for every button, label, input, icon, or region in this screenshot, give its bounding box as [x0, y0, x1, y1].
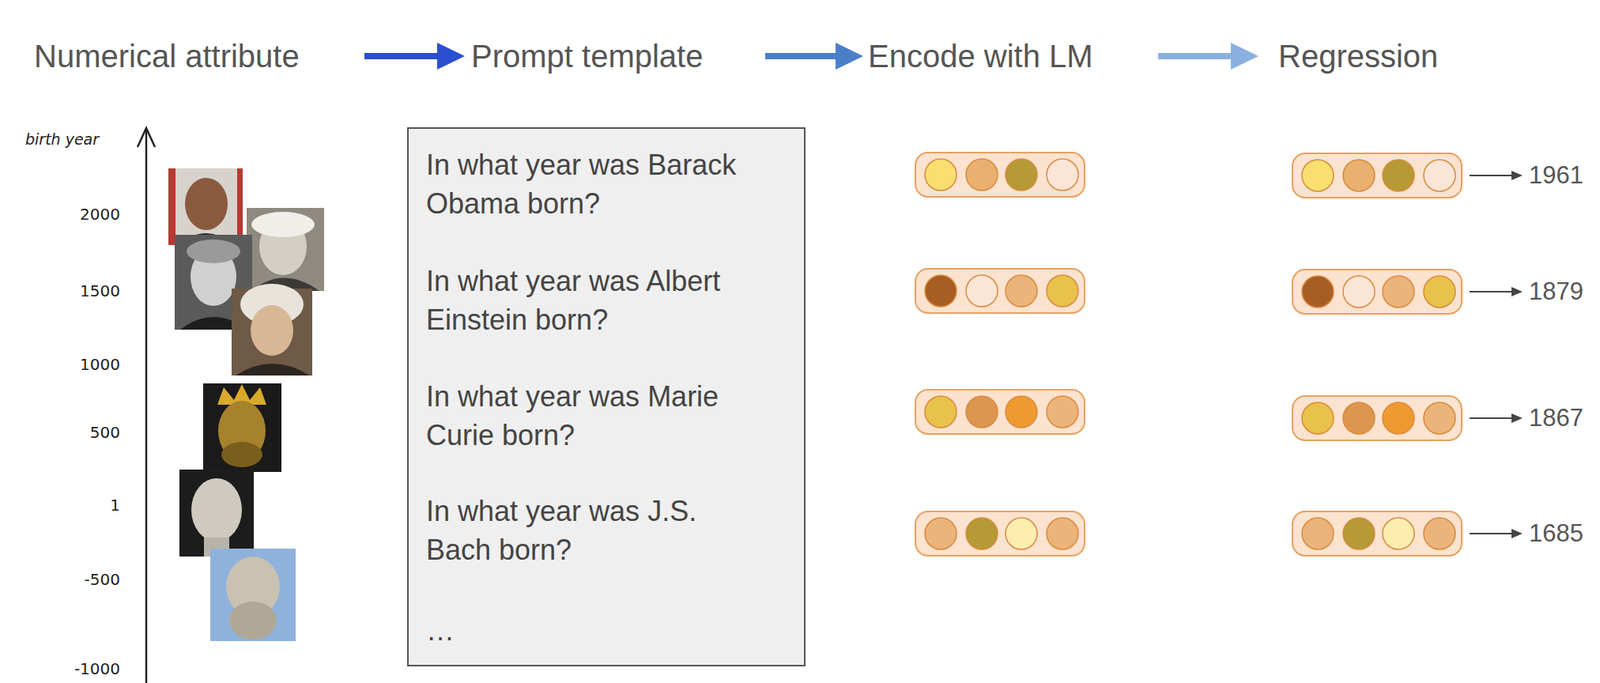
vector-dim	[1343, 402, 1375, 434]
portrait	[179, 469, 254, 557]
output-arrow	[1469, 174, 1515, 177]
vector-dim	[924, 517, 957, 550]
time-axis	[137, 128, 155, 683]
vector-dim	[1005, 517, 1038, 550]
prompt-text: …	[426, 611, 767, 651]
vector-dim	[924, 158, 957, 191]
vector-dim	[924, 396, 957, 428]
vector-dim	[1343, 159, 1375, 192]
vector-dim	[1301, 517, 1334, 550]
output-arrow	[1469, 290, 1515, 293]
step-heading: Numerical attribute	[33, 37, 300, 76]
vector-pill	[1292, 269, 1462, 314]
vector-pill	[915, 152, 1085, 197]
axis-title: birth year	[25, 130, 99, 149]
vector-dim	[1343, 517, 1375, 550]
prompt-text: In what year was Marie Curie born?	[426, 377, 767, 455]
vector-dim	[1423, 402, 1456, 434]
vector-pill	[1292, 396, 1462, 441]
vector-dim	[1423, 275, 1456, 308]
step-arrow	[1158, 42, 1259, 70]
axis-tick: 1500	[79, 281, 121, 301]
vector-dim	[966, 158, 998, 191]
vector-pill	[915, 511, 1085, 556]
portrait	[231, 283, 313, 376]
vector-dim	[1382, 402, 1415, 434]
prompt-box: In what year was Barack Obama born? In wh…	[407, 127, 806, 667]
vector-dim	[966, 517, 998, 550]
vector-dim	[1046, 158, 1079, 191]
vector-dim	[1301, 275, 1334, 308]
vector-dim	[1005, 158, 1038, 191]
step-arrow	[364, 42, 465, 70]
vector-dim	[1301, 402, 1334, 434]
output-arrow-head	[1511, 286, 1523, 297]
portrait	[203, 383, 282, 472]
output-arrow	[1469, 532, 1515, 535]
vector-dim	[966, 396, 998, 428]
vector-dim	[1382, 159, 1415, 192]
prompt-text: In what year was Barack Obama born?	[426, 146, 767, 223]
vector-dim	[1046, 396, 1079, 428]
predicted-year: 1685	[1528, 518, 1584, 548]
vector-pill	[1292, 511, 1462, 556]
step-heading: Regression	[1278, 37, 1438, 76]
axis-tick: 1000	[79, 354, 121, 374]
step-arrow	[765, 42, 864, 70]
predicted-year: 1867	[1528, 403, 1584, 433]
vector-dim	[1382, 517, 1415, 550]
axis-tick: -1000	[74, 659, 121, 679]
output-arrow-head	[1511, 170, 1523, 181]
prompt-text: In what year was J.S. Bach born?	[426, 492, 767, 570]
axis-tick: -500	[84, 569, 121, 589]
vector-dim	[1005, 275, 1038, 307]
predicted-year: 1879	[1528, 276, 1584, 306]
predicted-year: 1961	[1528, 160, 1584, 190]
vector-pill	[915, 389, 1085, 434]
vector-dim	[924, 275, 957, 307]
output-arrow	[1469, 417, 1515, 419]
portrait	[210, 548, 296, 642]
step-heading: Prompt template	[471, 37, 703, 76]
vector-dim	[1301, 159, 1334, 192]
vector-dim	[1423, 517, 1456, 550]
vector-dim	[1046, 275, 1079, 307]
vector-dim	[1382, 275, 1415, 308]
vector-dim	[1423, 159, 1456, 192]
step-heading: Encode with LM	[867, 37, 1094, 76]
output-arrow-head	[1511, 528, 1523, 539]
vector-pill	[915, 268, 1085, 314]
axis-tick: 1	[109, 495, 121, 515]
prompt-text: In what year was Albert Einstein born?	[426, 262, 767, 340]
output-arrow-head	[1511, 413, 1523, 423]
embedding-vectors	[915, 152, 1523, 556]
vector-dim	[1005, 396, 1038, 428]
portrait	[246, 207, 325, 291]
portrait	[168, 168, 243, 246]
vector-dim	[1343, 275, 1375, 308]
vector-pill	[1292, 153, 1462, 198]
axis-tick: 2000	[79, 204, 121, 224]
axis-tick: 500	[90, 422, 121, 442]
vector-dim	[966, 275, 998, 307]
vector-dim	[1046, 517, 1079, 550]
